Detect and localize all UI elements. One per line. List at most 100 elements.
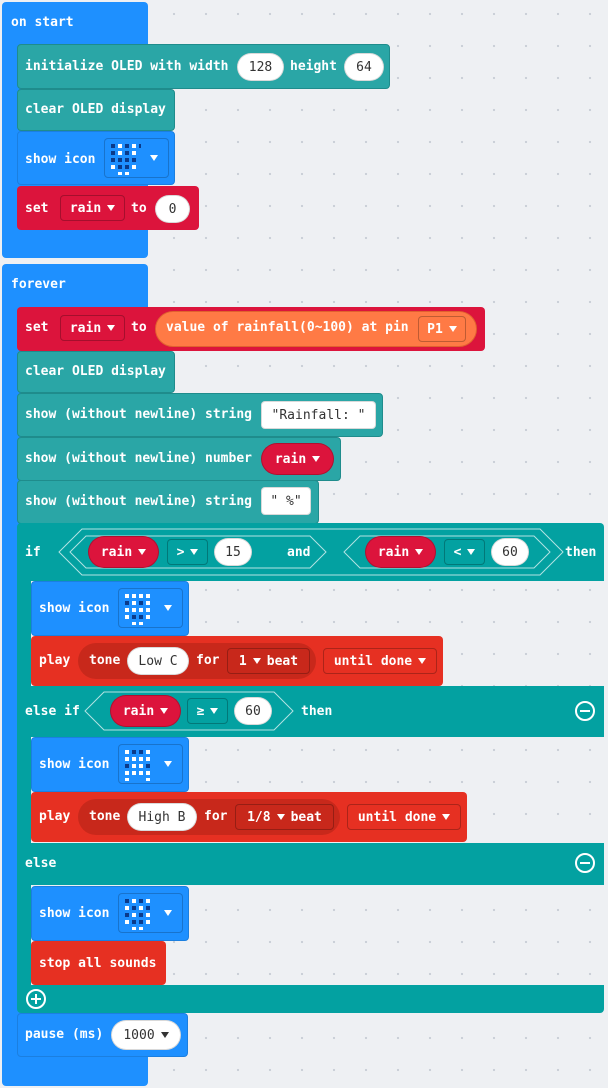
beat-word: beat bbox=[290, 809, 322, 825]
beat-dropdown-1[interactable]: 1 beat bbox=[227, 648, 310, 674]
then-label-2: then bbox=[301, 704, 333, 719]
else-label: else bbox=[25, 856, 57, 871]
stop-all-sounds-label: stop all sounds bbox=[39, 956, 157, 971]
for-label-2: for bbox=[204, 809, 228, 824]
until-done-dropdown-1[interactable]: until done bbox=[323, 648, 437, 674]
icon-selector-3[interactable] bbox=[118, 744, 183, 784]
rain-variable-name: rain bbox=[69, 320, 102, 336]
chevron-down-icon bbox=[164, 761, 172, 767]
tone-label-2: tone bbox=[89, 809, 121, 824]
chevron-down-icon bbox=[467, 549, 476, 555]
beat-value: 1 bbox=[238, 653, 247, 669]
smile-face-icon bbox=[125, 594, 150, 625]
operator-value: > bbox=[176, 544, 185, 560]
happy-face-icon bbox=[125, 899, 150, 930]
chevron-down-icon bbox=[418, 658, 427, 664]
show-icon-label-4: show icon bbox=[39, 906, 110, 921]
operator-value: ≥ bbox=[196, 703, 205, 719]
string-input-2[interactable]: " %" bbox=[261, 487, 311, 515]
pin-dropdown[interactable]: P1 bbox=[418, 316, 466, 342]
compare-value-input-2[interactable]: 60 bbox=[491, 538, 529, 566]
until-done-dropdown-2[interactable]: until done bbox=[347, 804, 461, 830]
rain-variable-reporter-3[interactable]: rain bbox=[365, 536, 436, 568]
remove-else-if-icon[interactable] bbox=[575, 701, 595, 721]
pause-duration-dropdown[interactable]: 1000 bbox=[111, 1020, 181, 1050]
add-branch-icon[interactable] bbox=[26, 989, 46, 1009]
rain-initial-value-input[interactable]: 0 bbox=[155, 195, 190, 223]
icon-selector-2[interactable] bbox=[118, 588, 183, 628]
clear-oled-label-1: clear OLED display bbox=[25, 102, 166, 117]
show-icon-label-3: show icon bbox=[39, 757, 110, 772]
beat-dropdown-2[interactable]: 1/8 beat bbox=[235, 804, 334, 830]
oled-width-input[interactable]: 128 bbox=[237, 53, 284, 81]
pause-label: pause (ms) bbox=[25, 1027, 104, 1042]
remove-else-icon[interactable] bbox=[575, 853, 595, 873]
operator-dropdown-1[interactable]: > bbox=[167, 539, 208, 565]
and-label: and bbox=[287, 545, 311, 560]
else-if-label: else if bbox=[25, 704, 80, 719]
compare-value-input-1[interactable]: 15 bbox=[214, 538, 252, 566]
operator-dropdown-3[interactable]: ≥ bbox=[187, 698, 228, 724]
smile-face-icon bbox=[111, 144, 141, 175]
tone-label-1: tone bbox=[89, 653, 121, 668]
rain-variable-dropdown-2[interactable]: rain bbox=[60, 315, 125, 341]
chevron-down-icon bbox=[160, 708, 169, 714]
show-icon-label-1: show icon bbox=[25, 152, 96, 167]
show-number-label: show (without newline) number bbox=[25, 451, 252, 466]
clear-oled-label-2: clear OLED display bbox=[25, 364, 166, 379]
operator-dropdown-2[interactable]: < bbox=[444, 539, 485, 565]
pause-duration-value: 1000 bbox=[123, 1027, 155, 1043]
to-label-2: to bbox=[131, 320, 147, 335]
rain-variable-name: rain bbox=[100, 544, 133, 560]
until-done-label: until done bbox=[357, 809, 437, 825]
show-string-label-1: show (without newline) string bbox=[25, 407, 252, 422]
chevron-down-icon bbox=[312, 456, 321, 462]
chevron-down-icon bbox=[190, 549, 199, 555]
string-input-1[interactable]: "Rainfall: " bbox=[261, 401, 376, 429]
chevron-down-icon bbox=[107, 325, 116, 331]
compare-value-input-3[interactable]: 60 bbox=[234, 697, 272, 725]
rainfall-sensor-label: value of rainfall(0~100) at pin bbox=[166, 320, 409, 335]
chevron-down-icon bbox=[210, 708, 219, 714]
chevron-down-icon bbox=[107, 205, 116, 211]
forever-label: forever bbox=[11, 277, 66, 292]
string-value-2: % bbox=[278, 493, 294, 509]
rain-variable-dropdown-1[interactable]: rain bbox=[60, 195, 125, 221]
play-label-1: play bbox=[39, 653, 71, 668]
show-string-label-2: show (without newline) string bbox=[25, 494, 252, 509]
chevron-down-icon bbox=[252, 658, 261, 664]
set-label-2: set bbox=[25, 320, 49, 335]
show-icon-label-2: show icon bbox=[39, 601, 110, 616]
on-start-label: on start bbox=[11, 15, 74, 30]
play-label-2: play bbox=[39, 809, 71, 824]
clear-oled-block-1[interactable] bbox=[17, 89, 175, 131]
rain-variable-name: rain bbox=[69, 200, 102, 216]
set-label-1: set bbox=[25, 201, 49, 216]
chevron-down-icon bbox=[276, 814, 285, 820]
icon-selector-1[interactable] bbox=[104, 138, 169, 178]
clear-oled-block-2[interactable] bbox=[17, 351, 175, 393]
rain-variable-reporter-4[interactable]: rain bbox=[110, 695, 181, 727]
chevron-down-icon bbox=[164, 910, 172, 916]
rain-variable-reporter-2[interactable]: rain bbox=[88, 536, 159, 568]
stop-all-sounds-block[interactable] bbox=[31, 941, 166, 985]
chevron-down-icon bbox=[160, 1032, 169, 1038]
oled-height-input[interactable]: 64 bbox=[344, 53, 384, 81]
pin-value: P1 bbox=[427, 321, 443, 337]
initialize-oled-label: initialize OLED with width bbox=[25, 59, 229, 74]
sad-face-icon bbox=[125, 750, 150, 781]
if-label: if bbox=[25, 545, 41, 560]
note-picker-1[interactable]: Low C bbox=[127, 647, 189, 675]
rain-variable-reporter-1[interactable]: rain bbox=[261, 443, 334, 475]
note-picker-2[interactable]: High B bbox=[127, 803, 197, 831]
icon-selector-4[interactable] bbox=[118, 893, 183, 933]
beat-word: beat bbox=[266, 653, 299, 669]
beat-value: 1/8 bbox=[247, 809, 271, 825]
chevron-down-icon bbox=[448, 326, 457, 332]
height-label: height bbox=[290, 59, 337, 74]
operator-value: < bbox=[453, 544, 462, 560]
chevron-down-icon bbox=[442, 814, 451, 820]
initialize-oled-block[interactable] bbox=[17, 44, 390, 89]
rain-variable-name: rain bbox=[122, 703, 155, 719]
chevron-down-icon bbox=[138, 549, 147, 555]
